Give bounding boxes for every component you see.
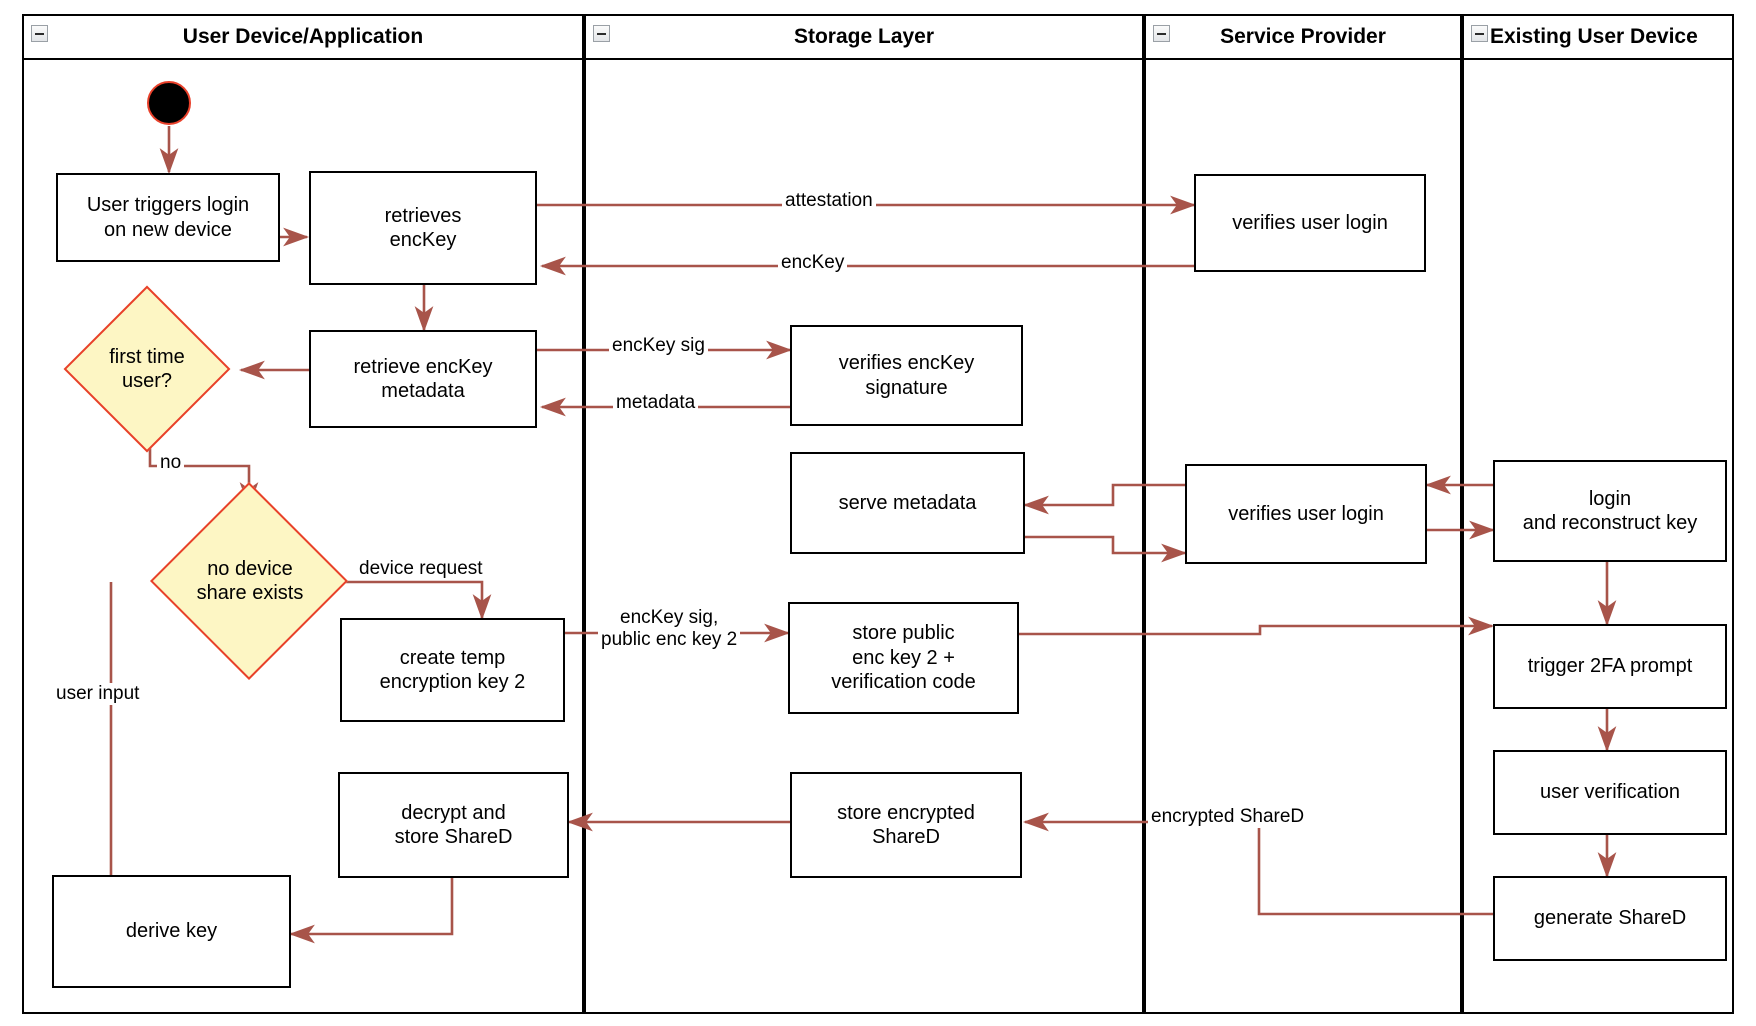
edge-label-attestation: attestation <box>782 190 876 213</box>
node-login-and-reconstruct-key[interactable]: login and reconstruct key <box>1493 460 1727 562</box>
initial-node <box>147 81 191 125</box>
node-derive-key[interactable]: derive key <box>52 875 291 988</box>
edge-label-user-input: user input <box>53 683 143 706</box>
minus-icon[interactable] <box>31 25 48 42</box>
swimlane-service-provider[interactable]: Service Provider <box>1144 14 1462 1014</box>
node-store-encrypted-shared[interactable]: store encrypted ShareD <box>790 772 1022 878</box>
node-retrieve-enckey-metadata[interactable]: retrieve encKey metadata <box>309 330 537 428</box>
edge-label-metadata: metadata <box>613 392 699 415</box>
swimlane-user-device[interactable]: User Device/Application <box>22 14 584 1014</box>
node-trigger-2fa-prompt[interactable]: trigger 2FA prompt <box>1493 624 1727 709</box>
minus-icon[interactable] <box>593 25 610 42</box>
swimlane-existing-user-device[interactable]: Existing User Device <box>1462 14 1734 1014</box>
swimlane-header-existing-user-device: Existing User Device <box>1464 16 1732 60</box>
minus-icon[interactable] <box>1471 25 1488 42</box>
minus-icon[interactable] <box>1153 25 1170 42</box>
swimlane-title-existing-user-device: Existing User Device <box>1490 25 1698 48</box>
node-serve-metadata[interactable]: serve metadata <box>790 452 1025 554</box>
node-verifies-user-login-1[interactable]: verifies user login <box>1194 174 1426 272</box>
edge-label-enckey-sig-public-enc-key-2: encKey sig, public enc key 2 <box>598 607 741 652</box>
edge-label-enckey-sig: encKey sig <box>609 335 708 358</box>
swimlane-header-service-provider: Service Provider <box>1146 16 1460 60</box>
swimlane-header-user-device: User Device/Application <box>24 16 582 60</box>
swimlane-title-user-device: User Device/Application <box>182 25 424 48</box>
edge-label-device-request: device request <box>356 558 486 581</box>
node-verifies-enckey-signature[interactable]: verifies encKey signature <box>790 325 1023 426</box>
node-user-verification[interactable]: user verification <box>1493 750 1727 835</box>
node-create-temp-encryption-key-2[interactable]: create temp encryption key 2 <box>340 618 565 722</box>
node-store-public-enc-key-2[interactable]: store public enc key 2 + verification co… <box>788 602 1019 714</box>
swimlane-header-storage-layer: Storage Layer <box>586 16 1142 60</box>
node-decrypt-and-store-shared[interactable]: decrypt and store ShareD <box>338 772 569 878</box>
node-verifies-user-login-2[interactable]: verifies user login <box>1185 464 1427 564</box>
swimlane-storage-layer[interactable]: Storage Layer <box>584 14 1144 1014</box>
swimlane-title-service-provider: Service Provider <box>1220 25 1386 48</box>
edge-label-encrypted-shared: encrypted ShareD <box>1148 806 1308 829</box>
node-retrieves-enckey[interactable]: retrieves encKey <box>309 171 537 285</box>
node-user-triggers-login[interactable]: User triggers login on new device <box>56 173 280 262</box>
swimlane-title-storage-layer: Storage Layer <box>793 25 935 48</box>
edge-label-enckey: encKey <box>778 252 848 275</box>
edge-label-no: no <box>157 452 185 475</box>
node-generate-shared[interactable]: generate ShareD <box>1493 876 1727 961</box>
